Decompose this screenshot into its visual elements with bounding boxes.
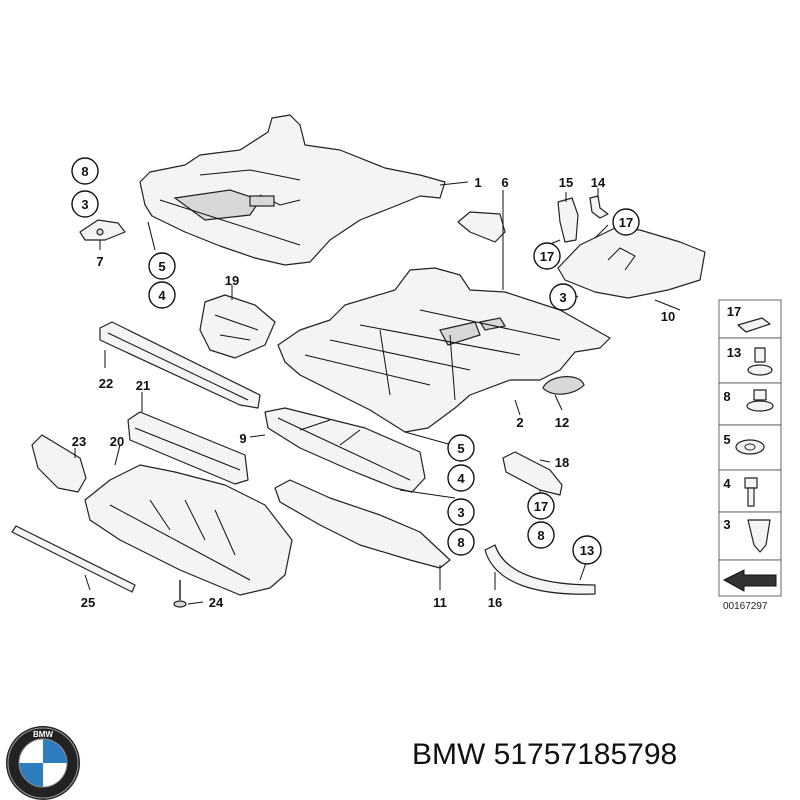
bmw-logo: BMW <box>5 725 81 800</box>
product-label: BMW 51757185798 <box>412 738 677 772</box>
callout-6: 6 <box>501 175 508 190</box>
callout-2: 2 <box>516 415 523 430</box>
part-1-underbody-front <box>139 114 446 266</box>
callout-circle-4a <box>148 281 176 309</box>
callout-17a: 17 <box>619 215 633 230</box>
callout-circle-3c <box>447 498 475 526</box>
callout-20: 20 <box>110 434 124 449</box>
legend-5: 5 <box>723 432 730 447</box>
part-12-cap <box>542 376 585 395</box>
callout-3b: 3 <box>559 290 566 305</box>
callout-1: 1 <box>474 175 481 190</box>
part-11-spoiler <box>274 479 451 569</box>
diagram-ref-code: 00167297 <box>723 601 768 612</box>
callout-18: 18 <box>555 455 569 470</box>
callout-14: 14 <box>591 175 606 190</box>
legend-13: 13 <box>727 345 741 360</box>
callout-12: 12 <box>555 415 569 430</box>
expansion-nut-icon <box>747 519 771 553</box>
part-15-clip <box>557 197 579 243</box>
part-6-bracket <box>457 211 506 243</box>
direction-arrow-icon <box>722 569 777 592</box>
part-20-front-panel <box>84 464 293 596</box>
callout-3a: 3 <box>81 197 88 212</box>
callout-circle-3a <box>71 190 99 218</box>
callout-22: 22 <box>99 376 113 391</box>
callout-24: 24 <box>209 595 224 610</box>
callout-5b: 5 <box>457 441 464 456</box>
part-16-trim <box>484 544 596 595</box>
parts-diagram: 8 3 7 5 4 1 6 15 14 17 17 3 10 19 22 21 … <box>11 114 782 612</box>
part-14-clip <box>589 195 609 219</box>
part-22-rail <box>99 321 261 409</box>
callout-17b: 17 <box>540 249 554 264</box>
callout-21: 21 <box>136 378 150 393</box>
callout-circle-17b <box>533 242 561 270</box>
callout-labels: 8 3 7 5 4 1 6 15 14 17 17 3 10 19 22 21 … <box>72 164 675 610</box>
callout-7: 7 <box>96 254 103 269</box>
callout-17c: 17 <box>534 499 548 514</box>
callout-circle-5a <box>148 252 176 280</box>
bolt-icon <box>744 477 758 489</box>
callout-8a: 8 <box>81 164 88 179</box>
brand-name: BMW <box>412 738 486 771</box>
callout-5a: 5 <box>158 259 165 274</box>
callout-4b: 4 <box>457 471 465 486</box>
callout-25: 25 <box>81 595 95 610</box>
callout-circles <box>71 157 640 565</box>
callout-15: 15 <box>559 175 573 190</box>
callout-10: 10 <box>661 309 675 324</box>
callout-8b: 8 <box>457 535 464 550</box>
callout-11: 11 <box>433 595 447 610</box>
part-10-panel <box>557 227 706 299</box>
legend-8: 8 <box>723 389 730 404</box>
callout-23: 23 <box>72 434 86 449</box>
callout-circle-17c <box>527 492 555 520</box>
part-24-screw <box>173 580 187 608</box>
callout-19: 19 <box>225 273 239 288</box>
callout-circle-5b <box>447 434 475 462</box>
legend-3: 3 <box>723 517 730 532</box>
callout-circle-8a <box>71 157 99 185</box>
callout-circle-13 <box>572 535 602 565</box>
screw-icon <box>753 389 767 401</box>
clip-nut-icon <box>737 317 771 333</box>
part-21-strip <box>127 411 249 485</box>
part-19-cover <box>199 294 276 359</box>
legend-17: 17 <box>727 304 741 319</box>
callout-circle-4b <box>447 464 475 492</box>
fastener-legend: 17 13 8 5 4 3 00167297 <box>718 299 782 612</box>
svg-text:BMW: BMW <box>33 730 53 739</box>
callout-13: 13 <box>580 543 594 558</box>
part-number: 51757185798 <box>493 738 678 771</box>
callout-16: 16 <box>488 595 502 610</box>
callout-3c: 3 <box>457 505 464 520</box>
legend-4: 4 <box>723 476 731 491</box>
part-25-rod <box>11 525 136 593</box>
rivet-icon <box>754 347 766 363</box>
callout-circle-8b <box>447 528 475 556</box>
part-18-bracket <box>502 451 563 496</box>
callout-circle-8c <box>527 521 555 549</box>
part-23-deflector <box>31 434 87 493</box>
callout-8c: 8 <box>537 528 544 543</box>
part-7-bracket <box>79 219 126 241</box>
callout-9: 9 <box>239 431 246 446</box>
callout-circle-17a <box>612 208 640 236</box>
callout-circle-3b <box>549 283 577 311</box>
part-2-underbody-main <box>277 267 611 433</box>
callout-4a: 4 <box>158 288 166 303</box>
